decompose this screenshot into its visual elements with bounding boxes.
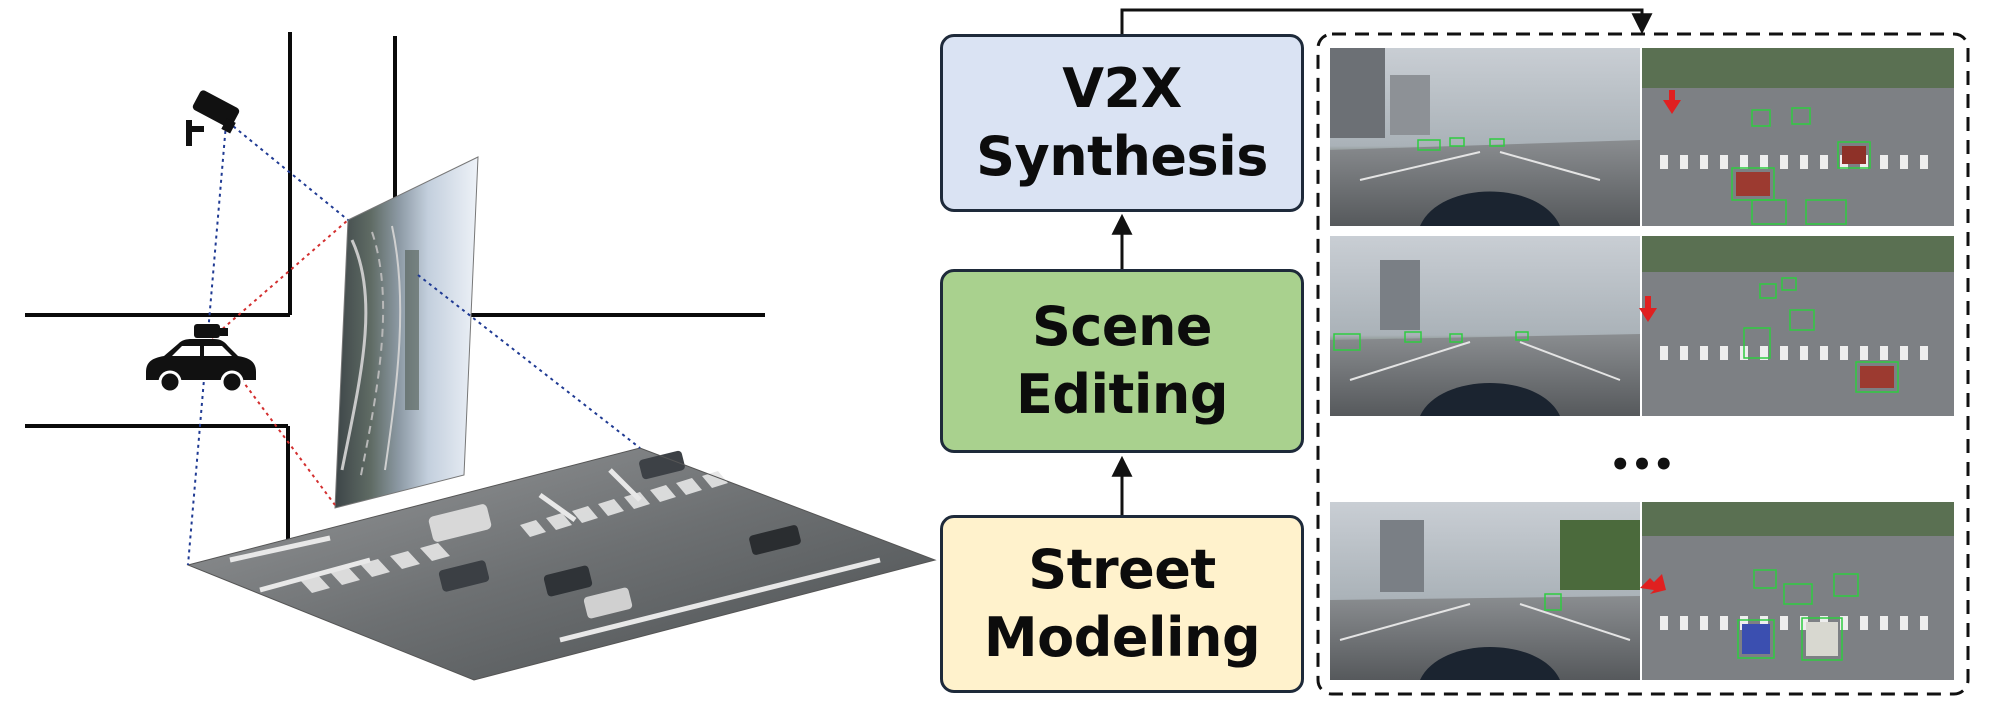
street-modeling-box: Street Modeling <box>940 515 1304 693</box>
v2x-synthesis-box: V2X Synthesis <box>940 34 1304 212</box>
v2x-synthesis-line1: V2X <box>1062 57 1182 120</box>
vehicle-image-plane <box>334 156 479 509</box>
infra-view-image-3 <box>1640 502 1954 680</box>
street-outline <box>25 32 765 540</box>
surveillance-camera-icon <box>186 90 240 146</box>
scene-editing-line1: Scene <box>1031 295 1213 358</box>
result-row-2 <box>1330 236 1954 416</box>
v2x-synthesis-line2: Synthesis <box>976 125 1268 188</box>
vehicle-rays <box>211 219 349 506</box>
car-with-camera-icon <box>146 324 256 394</box>
pipeline-arrows <box>1111 8 1653 515</box>
result-row-3 <box>1330 502 1954 680</box>
ego-view-image-1 <box>1330 48 1640 226</box>
results-panel-border <box>1316 32 1970 696</box>
street-modeling-line1: Street <box>1028 538 1216 601</box>
result-row-1 <box>1330 48 1954 226</box>
ego-view-image-2 <box>1330 236 1640 416</box>
ego-view-image-3 <box>1330 502 1640 680</box>
scene-editing-line2: Editing <box>1016 363 1228 426</box>
street-modeling-line2: Modeling <box>983 606 1261 669</box>
results-ellipsis: ••• <box>1609 445 1674 485</box>
scene-editing-box: Scene Editing <box>940 269 1304 453</box>
ground-projection-plane <box>186 447 937 681</box>
infra-view-image-2 <box>1639 236 1954 416</box>
infra-view-image-1 <box>1642 48 1954 226</box>
infrastructure-rays <box>187 121 641 566</box>
